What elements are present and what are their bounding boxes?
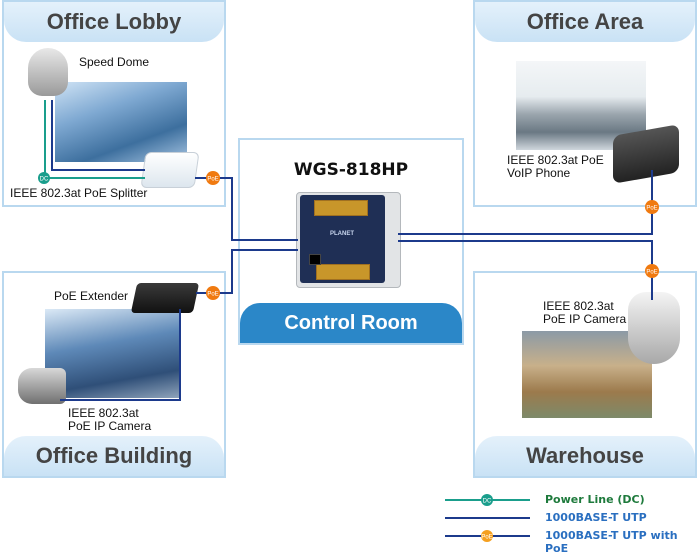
building-camera-label-line2: PoE IP Camera — [68, 419, 152, 433]
warehouse-title: Warehouse — [475, 436, 695, 476]
poe-badge-building: PoE — [206, 286, 220, 300]
box-ip-camera-icon — [18, 368, 66, 404]
svg-text:PoE: PoE — [207, 177, 218, 183]
svg-text:PoE: PoE — [646, 270, 657, 276]
voip-phone-label-line2: VoIP Phone — [507, 166, 571, 180]
switch-ports-bottom — [316, 264, 370, 280]
control-room-title: Control Room — [240, 303, 462, 343]
lobby-poe-line — [195, 177, 298, 241]
legend-utp-label: 1000BASE-T UTP — [545, 511, 647, 524]
speed-dome-label: Speed Dome — [79, 55, 150, 69]
poe-badge-warehouse: PoE — [645, 264, 659, 278]
svg-text:DC: DC — [483, 499, 492, 505]
panel-office-lobby: Office Lobby — [2, 0, 226, 207]
office-area-poe-line — [398, 170, 653, 235]
building-utp-camera-line — [60, 309, 181, 401]
legend-dc-label: Power Line (DC) — [545, 493, 645, 506]
ptz-dome-camera-icon — [628, 292, 680, 364]
office-lobby-title: Office Lobby — [4, 2, 224, 42]
voip-phone-label-line1: IEEE 802.3at PoE — [507, 153, 604, 167]
lobby-utp-camera-line — [51, 100, 145, 171]
svg-text:DC: DC — [40, 177, 49, 183]
svg-text:PoE: PoE — [646, 206, 657, 212]
svg-text:PoE: PoE — [207, 292, 218, 298]
connection-lines: DC PoE PoE PoE PoE DC PoE — [38, 100, 659, 542]
lobby-dc-line — [44, 100, 145, 179]
office-area-title: Office Area — [475, 2, 695, 42]
svg-text:PoE: PoE — [481, 535, 492, 541]
office-building-title: Office Building — [4, 436, 224, 476]
legend-poe-label: 1000BASE-T UTP with PoE — [545, 529, 678, 555]
legend-poe-badge: PoE — [481, 530, 493, 542]
poe-splitter-label: IEEE 802.3at PoE Splitter — [10, 186, 148, 200]
warehouse-camera-label-line2: PoE IP Camera — [543, 312, 627, 326]
switch-ports-top — [314, 200, 368, 216]
warehouse-camera-label-line1: IEEE 802.3at — [543, 299, 614, 313]
switch-model-label: WGS-818HP — [293, 160, 409, 180]
poe-badge-lobby: PoE — [206, 171, 220, 185]
warehouse-poe-line — [398, 240, 653, 300]
switch-power-jack — [309, 254, 321, 265]
legend-dc-badge: DC — [481, 494, 493, 506]
poe-extender-label: PoE Extender — [54, 289, 129, 303]
dc-badge: DC — [38, 172, 50, 184]
office-building-photo — [45, 309, 180, 398]
speed-dome-camera-icon — [28, 48, 68, 96]
switch-brand-logo: PLANET — [330, 231, 354, 237]
building-camera-label-line1: IEEE 802.3at — [68, 406, 139, 420]
office-lobby-building-photo — [55, 82, 187, 162]
poe-badge-office-area: PoE — [645, 200, 659, 214]
